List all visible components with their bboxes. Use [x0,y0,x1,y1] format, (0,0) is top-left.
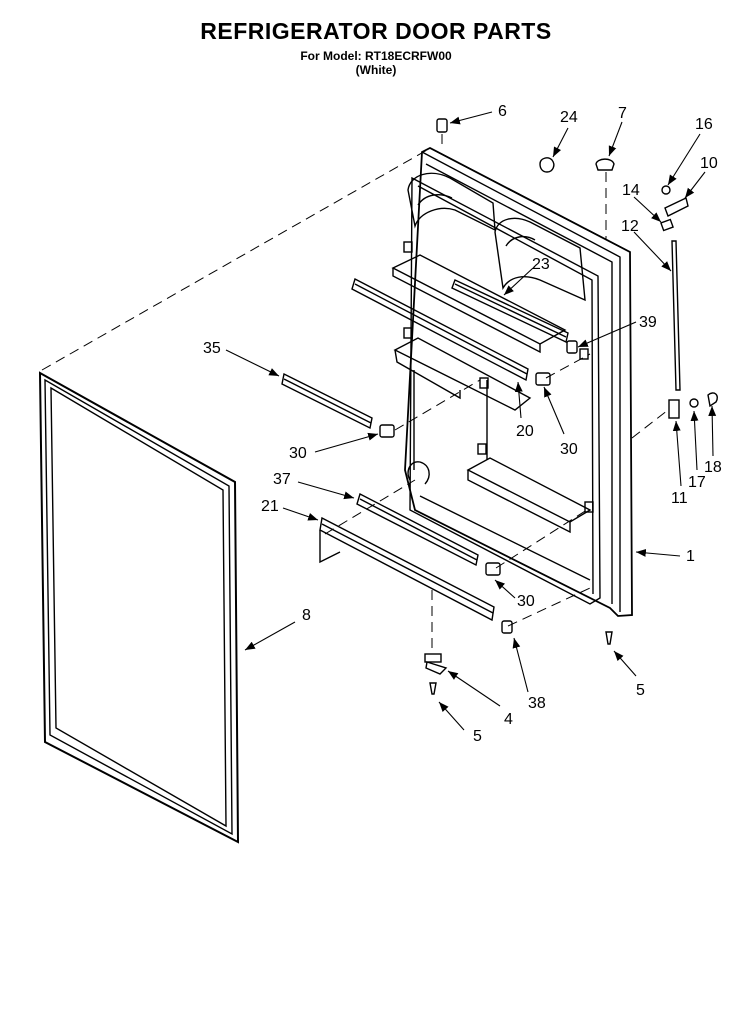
callout-14: 14 [622,182,640,199]
shelf-end-caps [379,340,578,634]
callout-17: 17 [688,474,706,491]
callout-35: 35 [203,340,221,357]
model-color: (White) [355,63,397,77]
callout-30-left: 30 [289,445,307,462]
callout-5-bottom: 5 [473,728,482,745]
door-gasket [38,371,240,844]
callout-16: 16 [695,116,713,133]
callout-30-upper-right: 30 [560,441,578,458]
callout-20: 20 [516,423,534,440]
callout-39: 39 [639,314,657,331]
callout-6: 6 [498,103,507,120]
door-shelf-bars [281,277,569,622]
callout-8: 8 [302,607,311,624]
callout-37: 37 [273,471,291,488]
callout-leaders [225,111,717,731]
callout-labels: 6 24 7 16 10 14 12 23 39 35 20 30 30 30 … [203,103,722,745]
callout-4: 4 [504,711,513,728]
callout-21: 21 [261,498,279,515]
callout-11: 11 [671,490,688,507]
door-liner [391,146,633,617]
callout-12: 12 [621,218,639,235]
callout-23: 23 [532,256,550,273]
callout-38: 38 [528,695,546,712]
callout-1: 1 [686,548,695,565]
assembly-guide-lines [41,134,669,652]
callout-18: 18 [704,459,722,476]
small-parts [424,118,718,695]
callout-10: 10 [700,155,718,172]
model-number: For Model: RT18ECRFW00 [300,49,452,63]
callout-5-right: 5 [636,682,645,699]
callout-7: 7 [618,105,627,122]
callout-30-lower: 30 [517,593,535,610]
page-title: REFRIGERATOR DOOR PARTS [200,18,552,44]
callout-24: 24 [560,109,578,126]
